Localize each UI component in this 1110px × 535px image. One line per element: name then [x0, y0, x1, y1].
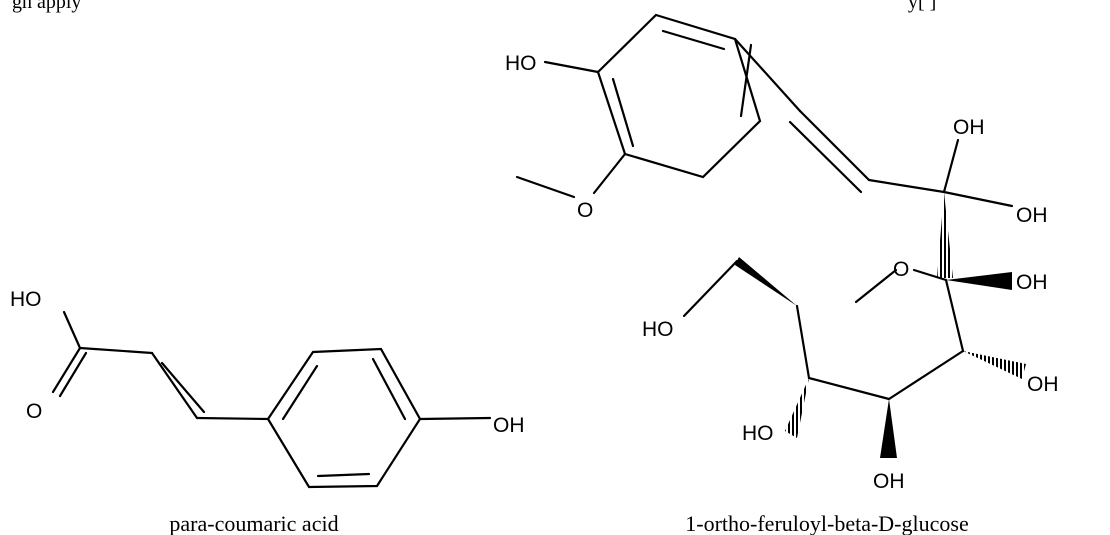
atom-ho-phenol: HO: [505, 52, 537, 75]
bond-vinyl-cq: [867, 178, 946, 194]
atom-oh-c3: OH: [873, 470, 905, 493]
feruloyl-glucose-structure: HO O OH OH O OH HO OH: [505, 13, 1059, 535]
header-left-fragment: gh apply: [12, 0, 82, 13]
caption-feruloyl-glucose: 1-ortho-feruloyl-beta-D-glucose: [685, 511, 968, 535]
ring-c2-c3: [887, 349, 965, 401]
bond-c-o-double-a: [51, 346, 82, 394]
ring-c5-o: [854, 268, 898, 304]
bond-o-ch3: [515, 175, 576, 199]
hashed-bond-cq-c1: [937, 192, 953, 278]
bond-c3-ring: [195, 416, 270, 421]
wedge-c5-ch2: [735, 257, 797, 306]
bond-c2-c3-double: [160, 361, 206, 414]
atom-oh-phenol: OH: [493, 414, 525, 437]
bond-ring-o: [592, 152, 627, 195]
bond-cq-oh2: [942, 190, 1014, 208]
ring-c4-c5: [795, 304, 811, 380]
atom-oh-anomeric: OH: [1016, 271, 1048, 294]
atom-o-ring: O: [893, 258, 909, 281]
atom-ho-c4: HO: [742, 422, 774, 445]
arom-double-1: [661, 29, 726, 51]
bond-ch2-o: [682, 259, 739, 318]
para-coumaric-acid-structure: HO O OH para-coumaric acid: [10, 288, 525, 535]
caption-para-coumaric-acid: para-coumaric acid: [169, 511, 338, 535]
hashed-c2-oh: [963, 351, 1026, 379]
atom-ho-acid: HO: [10, 288, 42, 311]
bond-c-oh: [62, 310, 82, 350]
wedge-c3-oh: [880, 399, 897, 458]
bond-ring-oh: [418, 416, 492, 421]
atom-oh-gem-2: OH: [1016, 204, 1048, 227]
atom-ho-ch2: HO: [642, 318, 674, 341]
ring-double-2: [371, 357, 407, 421]
atom-oh-gem-1: OH: [953, 116, 985, 139]
bond-cq-oh1: [942, 138, 960, 194]
atom-o-carbonyl: O: [26, 400, 42, 423]
ring-double-3: [316, 472, 371, 478]
atom-oh-c2: OH: [1027, 373, 1059, 396]
bond-ring-c: [733, 37, 802, 113]
benzene-ring: [266, 347, 422, 489]
bond-c1-c2: [78, 346, 154, 355]
header-right-fragment: y[ ]: [908, 0, 937, 13]
ring-c3-c4: [807, 376, 891, 401]
cropped-header-text: gh apply y[ ]: [0, 0, 1110, 17]
bond-vinyl-double: [788, 120, 863, 194]
ring-o-c1: [912, 268, 948, 282]
ring-double-1: [281, 364, 319, 421]
bond-ring-ho: [543, 60, 600, 74]
arom-double-2: [739, 43, 753, 118]
bond-c-o-double-b: [58, 351, 88, 398]
ring-c1-c2: [944, 278, 965, 353]
bond-c2-c3: [150, 351, 199, 420]
bond-vinyl: [798, 109, 871, 182]
wedge-c1-oh: [946, 272, 1012, 290]
atom-o-methoxy: O: [577, 199, 593, 222]
arom-double-3: [611, 77, 635, 148]
hashed-c4-oh: [785, 378, 809, 438]
